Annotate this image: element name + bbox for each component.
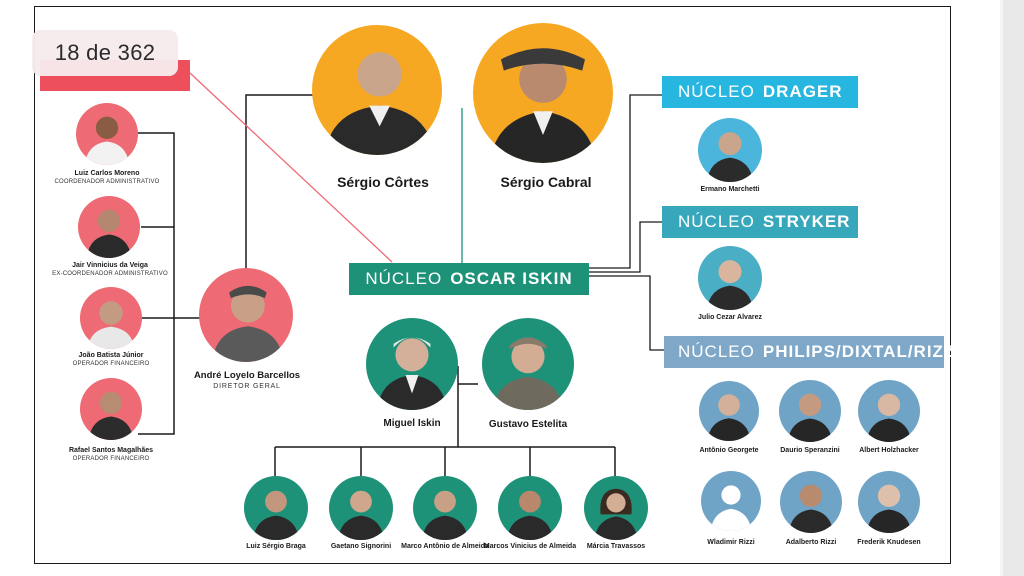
portrait-luiz-sergio-braga	[244, 476, 308, 540]
name-ermano-marchetti: Ermano Marchetti	[700, 186, 760, 193]
label-nucleo-philips: NÚCLEO PHILIPS/DIXTAL/RIZZI	[664, 336, 960, 368]
label-main: PHILIPS/DIXTAL/RIZZI	[762, 342, 962, 361]
label-main: STRYKER	[762, 212, 851, 231]
portrait-jair-vinnicius-da-veiga	[78, 196, 140, 258]
role-andre-loyelo-barcellos: DIRETOR GERAL	[213, 383, 281, 390]
label-nucleo-drager: NÚCLEO DRAGER	[662, 76, 858, 108]
label-prefix: NÚCLEO	[678, 82, 755, 101]
portrait-joao-batista-junior	[80, 287, 142, 349]
portrait-daurio-speranzini	[779, 380, 841, 442]
portrait-luiz-carlos-moreno	[76, 103, 138, 165]
name-gaetano-signorini: Gaetano Signorini	[330, 543, 392, 550]
portrait-gaetano-signorini	[329, 476, 393, 540]
portrait-sergio-cabral	[473, 23, 613, 163]
portrait-rafael-santos-magalhaes	[80, 378, 142, 440]
name-miguel-iskin: Miguel Iskin	[383, 418, 441, 429]
viewer-side-bar	[1003, 0, 1024, 576]
role-rafael-santos-magalhaes: OPERADOR FINANCEIRO	[72, 456, 150, 462]
portrait-wladimir-rizzi	[701, 471, 761, 531]
portrait-miguel-iskin	[366, 318, 458, 410]
name-albert-holzhacker: Albert Holzhacker	[859, 447, 919, 454]
name-antonio-georgete: Antônio Georgete	[699, 447, 759, 454]
person-silhouette-icon	[866, 484, 912, 533]
name-rafael-santos-magalhaes: Rafael Santos Magalhães	[68, 447, 154, 454]
person-silhouette-icon	[787, 393, 833, 442]
role-luiz-carlos-moreno: COORDENADOR ADMINISTRATIVO	[54, 179, 160, 185]
person-silhouette-icon	[88, 391, 134, 440]
name-marcos-vinicius-de-almeida: Marcos Vinicius de Almeida	[483, 543, 577, 550]
label-nucleo-stryker: NÚCLEO STRYKER	[662, 206, 858, 238]
name-julio-cezar-alvarez: Julio Cezar Alvarez	[698, 314, 762, 321]
name-gustavo-estelita: Gustavo Estelita	[488, 419, 568, 430]
portrait-frederik-knudesen	[858, 471, 920, 533]
label-main: OSCAR ISKIN	[450, 269, 573, 288]
label-prefix: NÚCLEO	[365, 269, 443, 288]
name-jair-vinnicius-da-veiga: Jair Vinnicius da Veiga	[72, 262, 148, 269]
name-frederik-knudesen: Frederik Knudesen	[857, 539, 921, 546]
name-daurio-speranzini: Daurio Speranzini	[780, 447, 840, 454]
role-jair-vinnicius-da-veiga: EX-COORDENADOR ADMINISTRATIVO	[52, 271, 168, 277]
name-marcia-travassos: Márcia Travassos	[586, 543, 646, 550]
person-silhouette-icon	[594, 488, 638, 540]
portrait-antonio-georgete	[699, 381, 759, 441]
portrait-gustavo-estelita	[482, 318, 574, 410]
portrait-albert-holzhacker	[858, 380, 920, 442]
portrait-andre-loyelo-barcellos	[199, 268, 293, 362]
portrait-sergio-cortes	[312, 25, 442, 155]
role-joao-batista-junior: OPERADOR FINANCEIRO	[72, 361, 150, 367]
label-prefix: NÚCLEO	[678, 212, 755, 231]
person-silhouette-icon	[710, 485, 752, 531]
viewer-edge	[1000, 0, 1003, 576]
person-silhouette-icon	[706, 260, 754, 310]
person-silhouette-icon	[421, 490, 469, 540]
portrait-adalberto-rizzi	[780, 471, 842, 533]
person-silhouette-icon	[337, 490, 385, 540]
person-silhouette-icon	[212, 285, 284, 362]
name-andre-loyelo-barcellos: André Loyelo Barcellos	[193, 370, 301, 381]
name-sergio-cabral: Sérgio Cabral	[500, 174, 592, 190]
portrait-marcos-vinicius-de-almeida	[498, 476, 562, 540]
person-silhouette-icon	[493, 337, 563, 410]
name-marco-antonio-de-almeida: Marco Antônio de Almeida	[401, 543, 489, 550]
person-silhouette-icon	[325, 52, 435, 155]
person-silhouette-icon	[866, 393, 912, 442]
person-silhouette-icon	[788, 484, 834, 533]
person-silhouette-icon	[84, 116, 130, 165]
person-silhouette-icon	[706, 132, 754, 182]
name-sergio-cortes: Sérgio Côrtes	[337, 174, 429, 190]
person-silhouette-icon	[506, 490, 554, 540]
portrait-marcia-travassos	[584, 476, 648, 540]
label-nucleo-oscar-iskin: NÚCLEO OSCAR ISKIN	[349, 263, 589, 295]
person-silhouette-icon	[707, 394, 751, 441]
page-counter: 18 de 362	[32, 30, 178, 76]
label-prefix: NÚCLEO	[678, 342, 755, 361]
person-silhouette-icon	[86, 209, 132, 258]
person-silhouette-icon	[252, 490, 300, 540]
person-silhouette-icon	[87, 301, 135, 349]
label-main: DRAGER	[762, 82, 843, 101]
name-joao-batista-junior: João Batista Júnior	[78, 352, 144, 359]
person-silhouette-icon	[489, 48, 597, 163]
portrait-julio-cezar-alvarez	[698, 246, 762, 310]
name-luiz-sergio-braga: Luiz Sérgio Braga	[246, 543, 306, 550]
person-silhouette-icon	[377, 337, 447, 410]
portrait-ermano-marchetti	[698, 118, 762, 182]
portrait-marco-antonio-de-almeida	[413, 476, 477, 540]
name-luiz-carlos-moreno: Luiz Carlos Moreno	[74, 170, 140, 177]
name-wladimir-rizzi: Wladimir Rizzi	[707, 539, 755, 546]
name-adalberto-rizzi: Adalberto Rizzi	[785, 539, 837, 546]
